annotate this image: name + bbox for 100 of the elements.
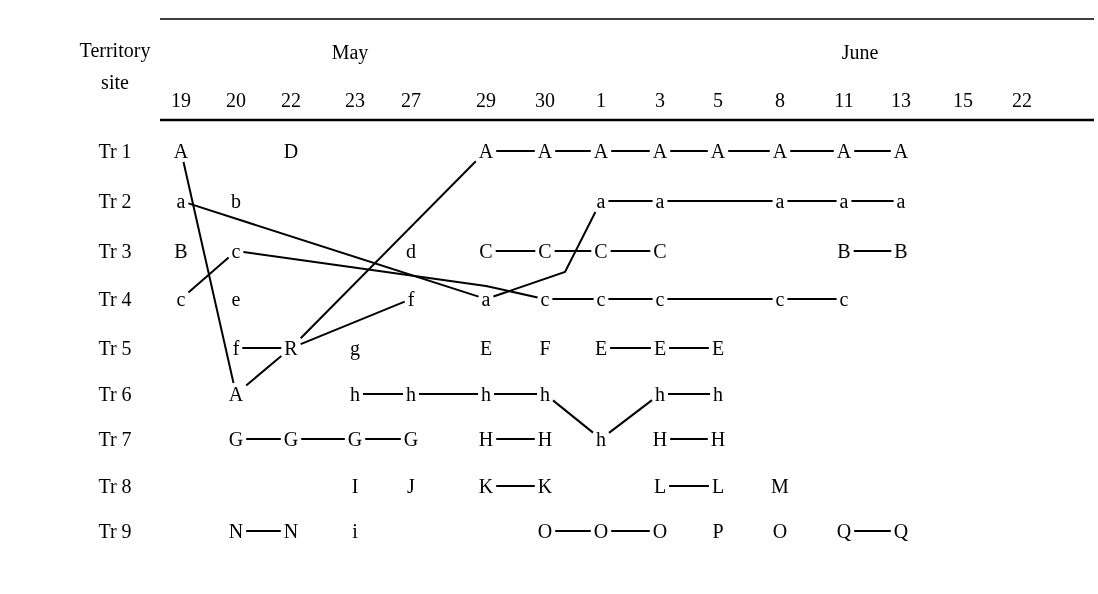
connector-line bbox=[552, 399, 594, 434]
territory-letter: B bbox=[893, 241, 909, 261]
connector-line bbox=[245, 530, 282, 532]
territory-letter: h bbox=[654, 384, 666, 404]
territory-letter: h bbox=[349, 384, 361, 404]
date-label: 13 bbox=[890, 90, 912, 110]
connector-line bbox=[187, 202, 480, 298]
date-label: 5 bbox=[712, 90, 724, 110]
connector-line bbox=[551, 298, 595, 300]
date-label: 30 bbox=[534, 90, 556, 110]
territory-letter: h bbox=[595, 429, 607, 449]
territory-letter: g bbox=[349, 338, 361, 358]
territory-letter: a bbox=[654, 191, 666, 211]
connector-line bbox=[187, 256, 230, 294]
connector-line bbox=[495, 485, 536, 487]
territory-letter: i bbox=[351, 521, 359, 541]
connector-line bbox=[245, 355, 283, 387]
territory-letter: c bbox=[838, 289, 850, 309]
connector-line bbox=[853, 150, 892, 152]
connector-line bbox=[610, 150, 651, 152]
territory-letter: G bbox=[227, 429, 245, 449]
territory-letter: O bbox=[592, 521, 610, 541]
date-label: 23 bbox=[344, 90, 366, 110]
territory-letter: C bbox=[478, 241, 494, 261]
territory-letter: B bbox=[173, 241, 189, 261]
row-label: Tr 4 bbox=[97, 289, 133, 309]
row-label: Tr 3 bbox=[97, 241, 133, 261]
connector-line bbox=[789, 150, 835, 152]
territory-letter: O bbox=[771, 521, 789, 541]
connector-line bbox=[607, 298, 654, 300]
territory-letter: G bbox=[282, 429, 300, 449]
date-label: 8 bbox=[774, 90, 786, 110]
connector-line bbox=[418, 393, 479, 395]
territory-letter: e bbox=[230, 289, 242, 309]
territory-letter: O bbox=[536, 521, 554, 541]
territory-letter: M bbox=[770, 476, 790, 496]
territory-letter: L bbox=[652, 476, 668, 496]
territory-letter: h bbox=[405, 384, 417, 404]
territory-letter: G bbox=[346, 429, 364, 449]
territory-letter: f bbox=[231, 338, 241, 358]
row-label: Tr 7 bbox=[97, 429, 133, 449]
territory-letter: K bbox=[477, 476, 495, 496]
territory-letter: A bbox=[651, 141, 669, 161]
connector-line bbox=[786, 298, 838, 300]
row-label: Tr 9 bbox=[97, 521, 133, 541]
month-label: May bbox=[330, 42, 370, 62]
connector-line bbox=[242, 251, 539, 299]
connector-line bbox=[609, 347, 652, 349]
connector-line bbox=[852, 250, 893, 252]
territory-letter: H bbox=[477, 429, 495, 449]
connector-line bbox=[245, 438, 282, 440]
territory-letter: D bbox=[282, 141, 300, 161]
date-label: 20 bbox=[225, 90, 247, 110]
territory-letter: H bbox=[709, 429, 727, 449]
connector-line bbox=[667, 393, 711, 395]
date-label: 29 bbox=[475, 90, 497, 110]
territory-letter: C bbox=[652, 241, 668, 261]
territory-letter: a bbox=[895, 191, 907, 211]
connector-line bbox=[666, 200, 774, 202]
territory-letter: A bbox=[227, 384, 245, 404]
connector-line bbox=[182, 161, 235, 384]
territory-letter: h bbox=[480, 384, 492, 404]
territory-letter: c bbox=[595, 289, 607, 309]
territory-letter: a bbox=[480, 289, 492, 309]
connector-line bbox=[362, 393, 404, 395]
territory-letter: h bbox=[539, 384, 551, 404]
connector-line bbox=[492, 211, 597, 298]
connector-line bbox=[554, 150, 592, 152]
territory-letter: A bbox=[892, 141, 910, 161]
territory-letter: f bbox=[406, 289, 416, 309]
territory-letter: B bbox=[836, 241, 852, 261]
territory-letter: F bbox=[538, 338, 552, 358]
connector-line bbox=[668, 347, 710, 349]
connector-line bbox=[607, 200, 654, 202]
connector-line bbox=[493, 393, 538, 395]
row-label: Tr 8 bbox=[97, 476, 133, 496]
connector-line bbox=[669, 438, 709, 440]
connector-line bbox=[853, 530, 892, 532]
row-label: Tr 5 bbox=[97, 338, 133, 358]
connector-line bbox=[608, 399, 653, 434]
territory-letter: C bbox=[593, 241, 609, 261]
month-label: June bbox=[840, 42, 880, 62]
date-label: 22 bbox=[280, 90, 302, 110]
territory-letter: O bbox=[651, 521, 669, 541]
territory-letter: a bbox=[774, 191, 786, 211]
connector-line bbox=[299, 300, 406, 346]
territory-letter: N bbox=[282, 521, 300, 541]
territory-letter: h bbox=[712, 384, 724, 404]
row-label: Tr 2 bbox=[97, 191, 133, 211]
territory-letter: K bbox=[536, 476, 554, 496]
territory-letter: A bbox=[477, 141, 495, 161]
territory-letter: C bbox=[537, 241, 553, 261]
territory-letter: b bbox=[230, 191, 242, 211]
territory-letter: H bbox=[536, 429, 554, 449]
territory-letter: d bbox=[405, 241, 417, 261]
date-label: 22 bbox=[1011, 90, 1033, 110]
connector-line bbox=[241, 347, 283, 349]
territory-letter: P bbox=[711, 521, 725, 541]
connector-line bbox=[610, 530, 651, 532]
territory-letter: c bbox=[654, 289, 666, 309]
